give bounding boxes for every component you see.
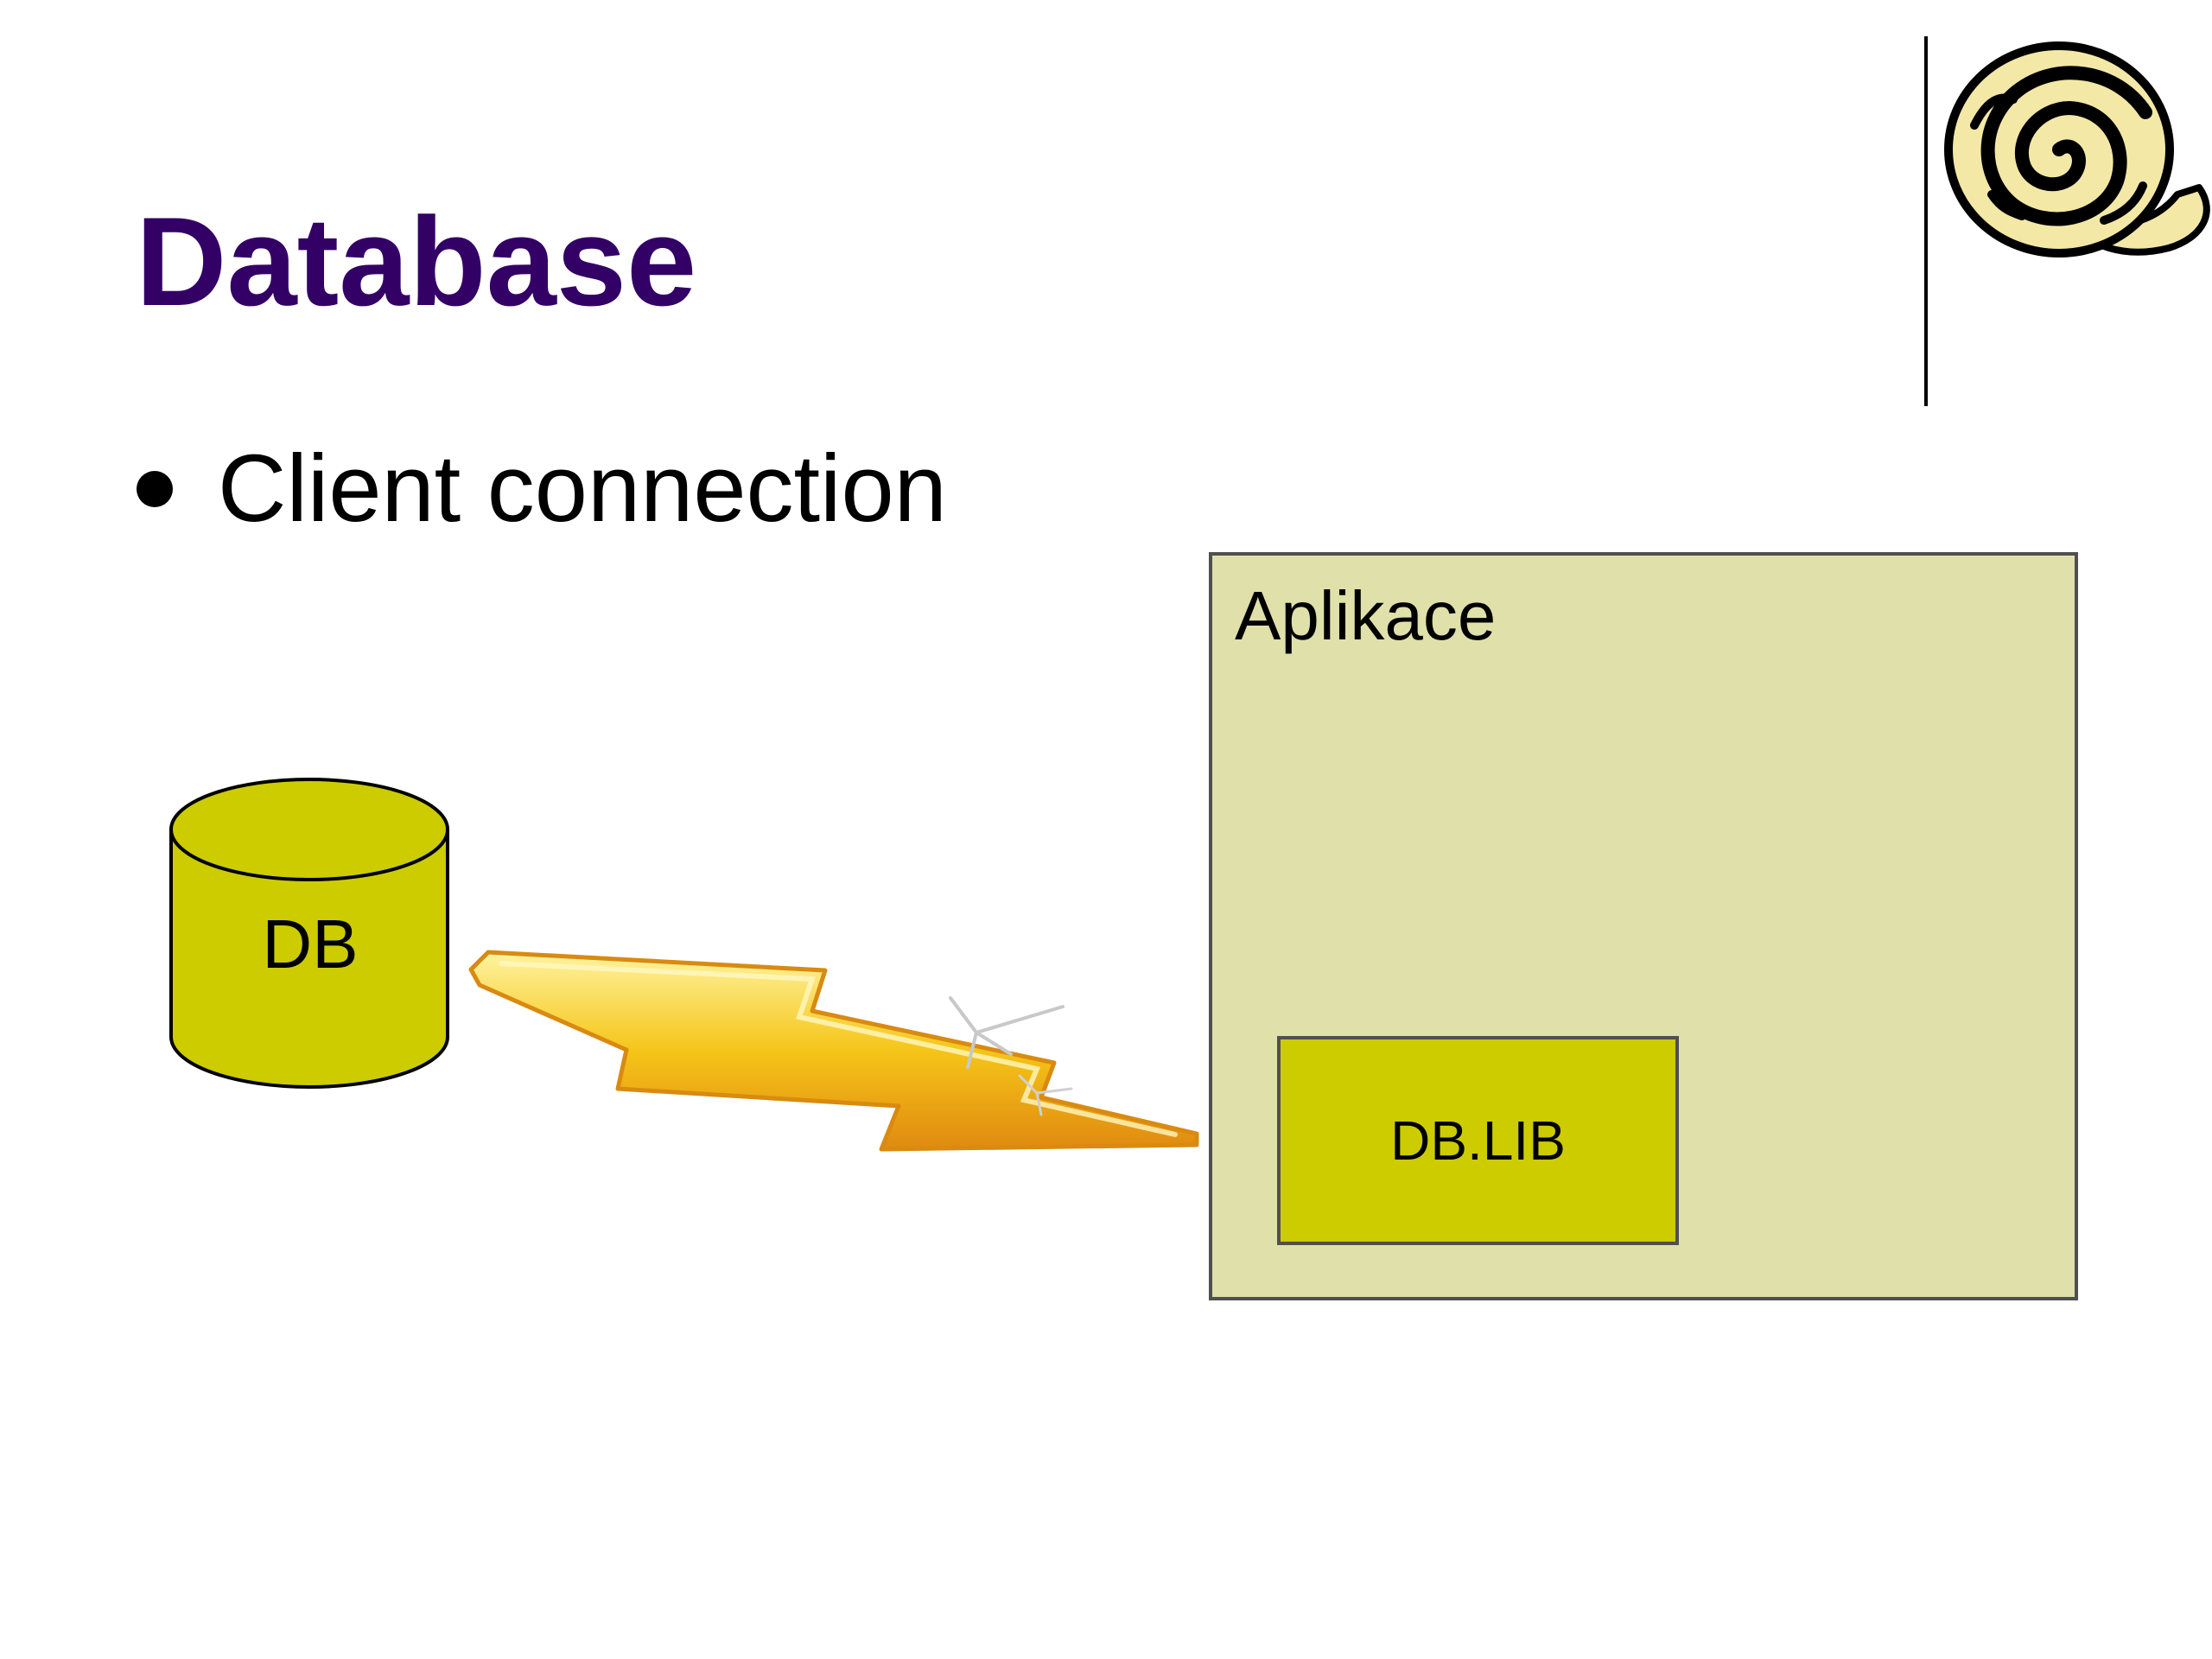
lightning-bolt-icon [468,950,1199,1152]
bullet-text: Client connection [218,435,947,542]
scroll-icon [1944,41,2210,257]
application-label: Aplikace [1235,577,1497,654]
library-label: DB.LIB [1390,1109,1566,1172]
database-cylinder-icon [169,778,449,1089]
application-box: Aplikace DB.LIB [1209,552,2078,1300]
library-box: DB.LIB [1277,1036,1679,1245]
bullet-dot [137,471,173,507]
bullet-item: Client connection [137,432,947,546]
slide-title: Database [136,191,697,332]
title-divider [1924,36,1928,406]
database-label: DB [262,906,359,982]
